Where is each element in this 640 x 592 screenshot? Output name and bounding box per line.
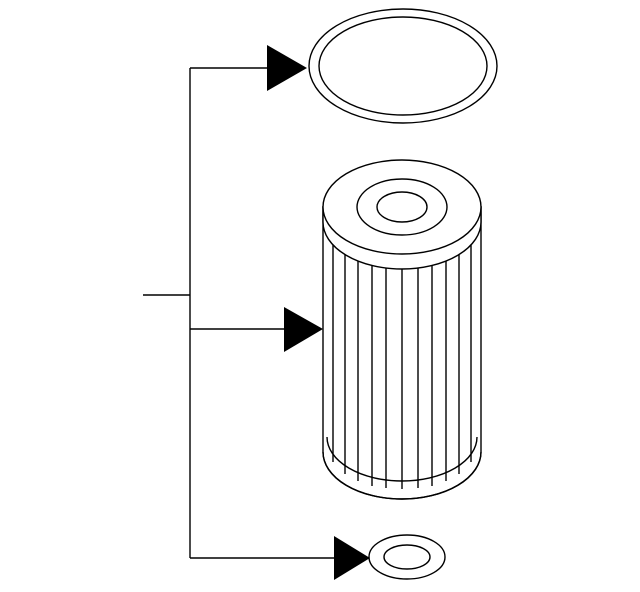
o-ring-small-outer (368, 534, 446, 580)
filter-element (322, 159, 482, 500)
filter-pleats (332, 236, 472, 489)
filter-bottom-cap-rim (322, 451, 482, 500)
arrowhead-bottom (334, 536, 370, 580)
arrowhead-top (267, 45, 307, 91)
filter-top-cap-ring (356, 178, 448, 236)
filter-top-cap (322, 159, 482, 255)
leader-lines (143, 67, 335, 559)
o-ring-small (368, 534, 446, 580)
o-ring-small-inner (383, 544, 431, 570)
o-ring-large-outer (308, 8, 498, 124)
o-ring-large-inner (318, 16, 488, 116)
arrowhead-middle (284, 307, 323, 352)
o-ring-large (308, 8, 498, 124)
filter-top-cap-hole (376, 191, 428, 223)
